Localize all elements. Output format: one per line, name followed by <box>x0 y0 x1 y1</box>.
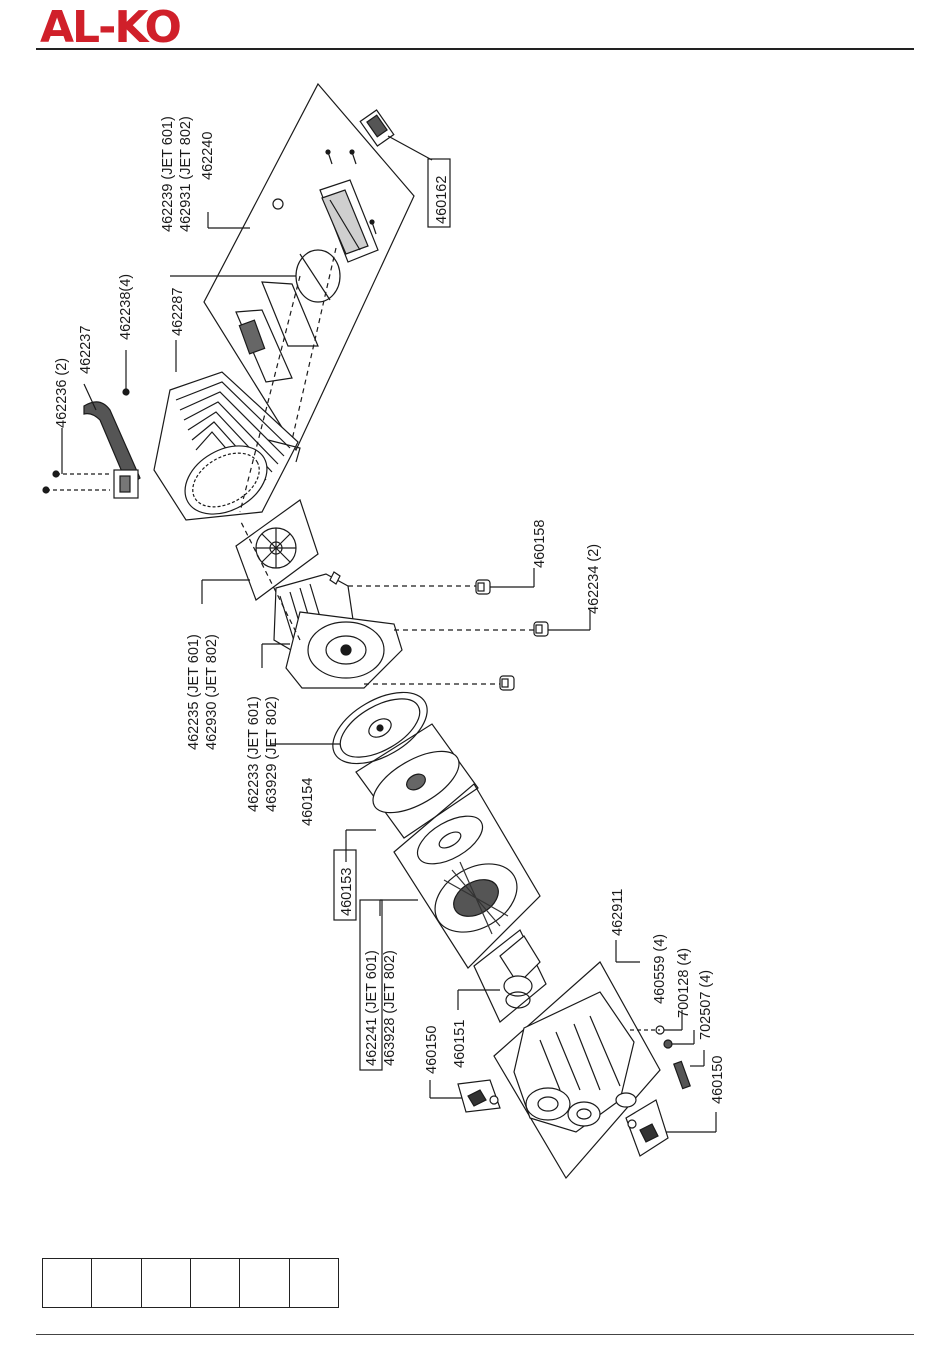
revision-cell <box>290 1259 338 1307</box>
revision-cell <box>191 1259 240 1307</box>
jet-group-frame <box>474 930 546 1022</box>
label-462237: 462237 <box>78 326 94 374</box>
label-460154: 460154 <box>300 778 316 826</box>
label-463929: 463929 (JET 802) <box>264 696 280 812</box>
revision-cell <box>92 1259 141 1307</box>
pump-housing-part <box>514 992 636 1132</box>
label-462241: 462241 (JET 601) <box>364 950 380 1066</box>
footer-rule <box>36 1334 914 1335</box>
label-460150-right: 460150 <box>710 1056 726 1104</box>
label-702507: 702507 (4) <box>698 970 714 1040</box>
label-462236: 462236 (2) <box>54 358 70 428</box>
label-462238: 462238(4) <box>118 274 134 340</box>
label-462234: 462234 (2) <box>586 544 602 614</box>
drain-plug-left-part <box>468 1090 498 1106</box>
label-460151: 460151 <box>452 1020 468 1068</box>
motor-housing-part <box>154 372 300 528</box>
bolt-part <box>674 1061 690 1088</box>
revision-cell <box>43 1259 92 1307</box>
label-462931: 462931 (JET 802) <box>178 116 194 232</box>
rubber-foot-460158 <box>476 580 490 594</box>
label-463928: 463928 (JET 802) <box>382 950 398 1066</box>
label-462930: 462930 (JET 802) <box>204 634 220 750</box>
switch-part <box>360 110 394 146</box>
label-460158: 460158 <box>532 520 548 568</box>
label-462911: 462911 <box>610 889 626 936</box>
carrying-handle-part <box>84 402 140 498</box>
label-460559: 460559 (4) <box>652 934 668 1004</box>
revision-cell <box>240 1259 289 1307</box>
label-700128: 700128 (4) <box>676 948 692 1018</box>
label-460153: 460153 <box>339 868 355 916</box>
revision-cell <box>142 1259 191 1307</box>
motor-stator-part <box>274 572 402 688</box>
drain-plug-right-part <box>628 1120 658 1142</box>
label-462235: 462235 (JET 601) <box>186 634 202 750</box>
rubber-foot-462234a <box>534 622 548 636</box>
label-462287: 462287 <box>170 288 186 336</box>
jet-nozzle-part <box>500 936 540 1008</box>
label-462239: 462239 (JET 601) <box>160 116 176 232</box>
label-462233: 462233 (JET 601) <box>246 696 262 812</box>
terminal-box-part <box>320 180 378 262</box>
rubber-foot-462234b <box>500 676 514 690</box>
impeller-part <box>423 850 529 946</box>
label-462240: 462240 <box>200 132 216 180</box>
diffuser-part <box>410 806 490 873</box>
label-460150-left: 460150 <box>424 1026 440 1074</box>
revision-table <box>42 1258 339 1308</box>
label-460162: 460162 <box>434 176 450 224</box>
